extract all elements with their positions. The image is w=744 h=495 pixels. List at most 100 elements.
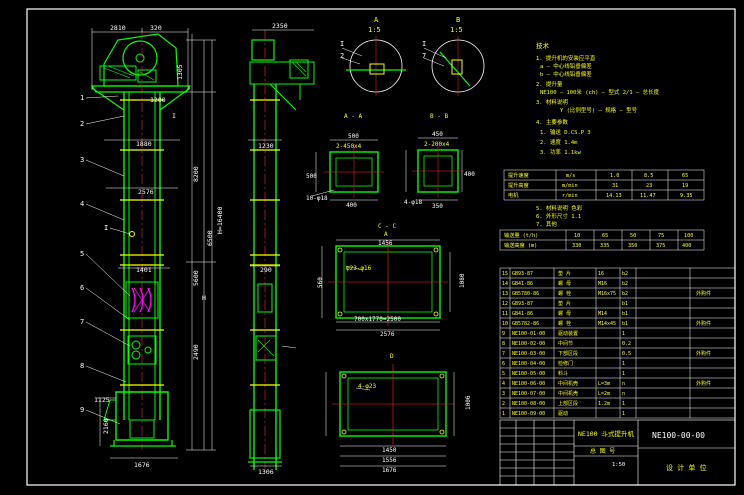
bom-cell: 1 — [622, 371, 625, 377]
dim-right-h: H — [202, 294, 206, 302]
side-head — [251, 39, 275, 61]
p2-r1-c1: 330 — [572, 243, 581, 249]
detail-b-scale: 1:5 — [450, 26, 463, 34]
dim-1676: 1676 — [134, 461, 150, 469]
plan-top-texts: C - C A 1456 φ23-φ16 560 700x1770=2500 2… — [317, 223, 466, 338]
sec-bb-dim-callout: 2-200x4 — [424, 141, 450, 148]
front-dim-texts: 2810 320 1305 1200 1880 2576 1401 1125 2… — [94, 24, 224, 469]
bom-cell: 下部区段 — [558, 350, 578, 357]
p1-r1-c2: 31 — [612, 183, 618, 189]
sec-bb-dim-holes: 4-φ18 — [404, 199, 422, 206]
dim-right-2490: 2490 — [192, 344, 200, 360]
bom-cell: GB41-86 — [512, 311, 533, 317]
side-dim-1306: 1306 — [258, 468, 274, 476]
p1-r0-c1: m/s — [566, 173, 575, 179]
front-dimensions — [91, 28, 216, 459]
plan-bottom-dim-right: 1006 — [465, 395, 472, 410]
plan-top-dim-width: 1456 — [378, 240, 393, 247]
side-gate-hatch — [257, 339, 275, 357]
title-block-texts: NE100 斗式提升机 总 图 号 1:50 NE100-00-00 设 计 单… — [578, 429, 707, 472]
bom-cell: 螺 栓 — [558, 320, 571, 327]
dim-1401: 1401 — [136, 266, 152, 274]
detail-b-callout-1: I — [422, 40, 426, 48]
detail-b — [423, 36, 485, 96]
p2-r0-c2: 65 — [602, 233, 608, 239]
bom-cell: 4 — [502, 381, 505, 387]
p1-r0-c3: 8.5 — [644, 173, 653, 179]
notes-line-8: 1. 输送 D.CS.P 3 — [540, 128, 591, 136]
dim-top-right: 320 — [150, 24, 162, 32]
p1-r0-c0: 提升速度 — [508, 171, 529, 179]
bom-cell: M14x45 — [598, 321, 616, 327]
sec-bb-dim-top: 450 — [432, 131, 443, 138]
capacity-table — [499, 229, 705, 251]
head-brace-right — [159, 87, 191, 111]
bom-cell: GB5782-86 — [512, 321, 539, 327]
bom-cell: 15 — [502, 271, 508, 277]
bom-cell: 2 — [502, 401, 505, 407]
bom-cell: b2 — [622, 281, 628, 287]
sec-aa-dim-left: 500 — [306, 173, 317, 180]
bom-cell: n — [622, 381, 625, 387]
bom-cell: 外购件 — [696, 290, 711, 297]
part-label-5: 5 — [80, 250, 84, 258]
bom-cell: GB5780-86 — [512, 291, 539, 297]
notes-2: 5. 材料说明 色彩 6. 外形尺寸 1.1 7. 其他 — [536, 204, 583, 228]
front-flanges — [120, 99, 164, 386]
side-boot — [249, 409, 281, 459]
bom-cell: NE100-08-00 — [512, 401, 545, 407]
dim-right-8200: 8200 — [192, 166, 200, 182]
notes-line-0: 1. 提升机的安装应平直 — [536, 54, 596, 62]
plan-bottom-dim-holes: 4-φ23 — [358, 383, 376, 390]
bom-cell: GB41-86 — [512, 281, 533, 287]
p1-r2-c3: 11.47 — [640, 193, 656, 199]
bom-cell: 外购件 — [696, 350, 711, 357]
tensioner — [127, 335, 157, 365]
part-labels: 1 2 3 4 5 6 7 8 9 I — [80, 94, 108, 414]
p2-r0-c1: 10 — [574, 233, 580, 239]
plan-top-dim-left: 560 — [317, 277, 324, 288]
bom-cell: NE100-05-00 — [512, 371, 545, 377]
p1-r1-c3: 23 — [646, 183, 652, 189]
part-label-3: 3 — [80, 156, 84, 164]
bom-cell: 1 — [622, 411, 625, 417]
side-motor-hatch — [291, 61, 307, 77]
plan-top — [321, 239, 451, 331]
plan-top-dim-overall: 2576 — [380, 331, 395, 338]
boot-pulley — [129, 419, 155, 439]
part-label-8: 8 — [80, 362, 84, 370]
bom-cell: 检修门 — [558, 360, 573, 367]
detail-a-scale: 1:5 — [368, 26, 381, 34]
side-dim-1230: 1230 — [258, 142, 274, 150]
dim-2160: 2160 — [102, 418, 110, 434]
part-label-2: 2 — [80, 120, 84, 128]
boot-base — [110, 440, 176, 447]
drive-hatch — [103, 65, 155, 81]
p1-r2-c1: r/min — [562, 193, 578, 199]
bom-cell: 中间节 — [558, 340, 573, 347]
plan-bottom-dim-1676: 1676 — [382, 467, 397, 474]
bom-cell: 驱动装置 — [558, 330, 578, 337]
dim-1305: 1305 — [176, 64, 184, 80]
detail-b-texts: B 1:5 I 7 — [422, 16, 463, 60]
dim-2576: 2576 — [138, 188, 154, 196]
capacity-table-texts: 输送量 (t/h) 10 65 50 75 100 输送高度 (m) 330 3… — [504, 231, 693, 249]
dim-1125: 1125 — [94, 396, 110, 404]
notes2-line-2: 7. 其他 — [536, 220, 557, 228]
side-dim-290: 290 — [260, 266, 272, 274]
dim-right-5600: 5600 — [192, 270, 200, 286]
part-label-1: 1 — [80, 94, 84, 102]
bom-cell: 10 — [502, 321, 508, 327]
bom-cell: b2 — [622, 291, 628, 297]
side-flanges — [250, 99, 280, 386]
detail-a — [341, 36, 406, 96]
section-aa-texts: A - A 500 2-450x4 500 400 10-φ18 — [306, 113, 362, 209]
side-inspection — [257, 283, 273, 313]
bom-cell: GB93-87 — [512, 301, 533, 307]
bom-cell: NE100-06-00 — [512, 381, 545, 387]
bom-cell: 外购件 — [696, 380, 711, 387]
title-sub: 总 图 号 — [590, 447, 615, 455]
notes-line-2: b — 中心线铅垂偏差 — [540, 70, 592, 78]
param-table — [503, 169, 705, 201]
